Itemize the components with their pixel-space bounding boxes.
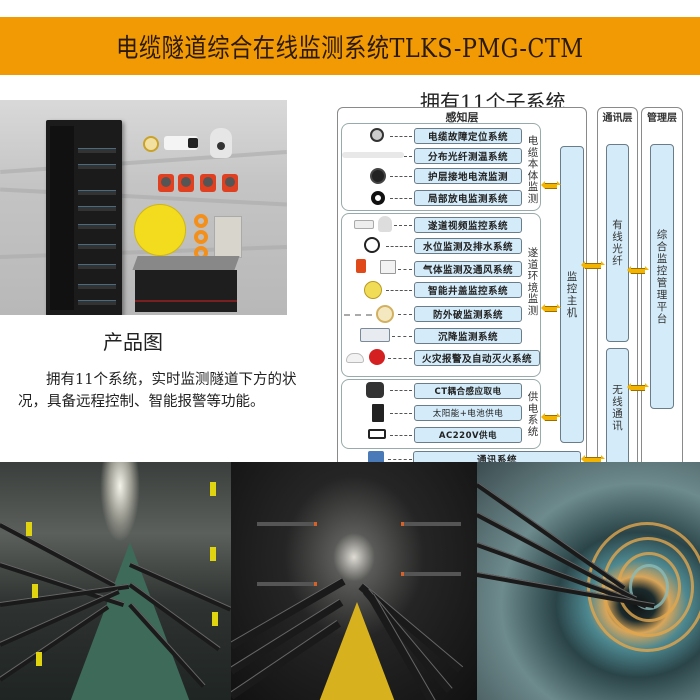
fault-locator-icon	[370, 128, 384, 142]
group-label-power: 供电系统	[527, 391, 539, 438]
item-ac-power: AC220V供电	[414, 427, 522, 443]
arrow-bidirectional-icon	[581, 262, 605, 269]
dome-camera-icon	[378, 216, 392, 232]
ct-ring	[194, 214, 208, 228]
wireless-label: 无线通讯	[612, 383, 623, 432]
product-description: 拥有11个系统，实时监测隧道下方的状况，具备远程控制、智能报警等功能。	[18, 372, 297, 410]
platform-column: 综合监控管理平台	[650, 144, 674, 409]
water-sensor-icon	[364, 237, 380, 253]
anti-damage-icon	[376, 305, 394, 323]
group-label-tunnel-env: 遂道环境监测	[527, 247, 539, 317]
communication-layer-panel: 通讯层 有线光纤 无线通讯	[597, 107, 638, 468]
item-gas: 气体监测及通风系统	[414, 261, 522, 277]
item-fault-location: 电缆故障定位系统	[414, 128, 522, 144]
management-layer-title: 管理层	[647, 113, 677, 124]
arrow-bidirectional-icon	[541, 414, 561, 421]
page-title: 电缆隧道综合在线监测系统TLKS-PMG-CTM	[116, 33, 584, 64]
manhole-sensor	[143, 136, 159, 152]
item-video: 遂道视频监控系统	[414, 217, 522, 233]
wired-fiber-label: 有线光纤	[612, 219, 623, 267]
management-layer-panel: 管理层 综合监控管理平台	[641, 107, 683, 468]
manhole-cover-icon	[364, 281, 382, 299]
gas-detector	[200, 174, 216, 192]
item-sheath-current: 护层接地电流监测	[414, 168, 522, 184]
arrow-bidirectional-icon	[627, 384, 649, 391]
arrow-bidirectional-icon	[627, 267, 649, 274]
partial-discharge-icon	[371, 191, 385, 205]
item-settlement: 沉降监测系统	[414, 328, 522, 344]
fire-extinguisher-icon	[369, 349, 385, 365]
item-solar-power: 太阳能+电池供电	[414, 405, 522, 421]
product-image	[0, 100, 287, 315]
item-ct-power: CT耦合感应取电	[414, 383, 522, 399]
title-banner: 电缆隧道综合在线监测系统TLKS-PMG-CTM	[0, 17, 700, 75]
item-partial-discharge: 局部放电监测系统	[414, 190, 522, 206]
junction-box	[214, 216, 242, 258]
group-tunnel-env: 遂道视频监控系统 水位监测及排水系统 气体监测及通风系统 智能井盖监控系统 防外…	[341, 213, 541, 377]
smoke-detector-icon	[346, 353, 364, 363]
yellow-cover-sensor	[134, 204, 186, 256]
nvr-recorder	[135, 270, 237, 312]
arrow-bidirectional-icon	[541, 182, 561, 189]
item-anti-damage: 防外破监测系统	[414, 306, 522, 322]
tunnel-photo-2	[231, 462, 477, 700]
tunnel-photo-1	[0, 462, 231, 700]
ct-ring	[194, 230, 208, 244]
server-rack	[46, 120, 122, 315]
group-power: CT耦合感应取电 太阳能+电池供电 AC220V供电 供电系统	[341, 379, 541, 449]
wired-fiber-column: 有线光纤	[606, 144, 629, 342]
gas-monitor-icon	[380, 260, 396, 274]
solar-panel-icon	[372, 404, 384, 422]
ac-adapter-icon	[368, 429, 386, 439]
dome-camera	[210, 128, 232, 158]
gas-detector	[178, 174, 194, 192]
group-cable-body: 电缆故障定位系统 分布光纤测温系统 护层接地电流监测 局部放电监测系统 电缆本体…	[341, 123, 541, 211]
monitor-host-column: 监控主机	[560, 146, 584, 443]
bullet-camera-icon	[354, 220, 374, 229]
ground-current-icon	[370, 168, 386, 184]
perception-layer-title: 感知层	[445, 111, 479, 124]
group-label-cable-body: 电缆本体监测	[527, 135, 539, 205]
system-diagram: 感知层 电缆故障定位系统 分布光纤测温系统 护层接地电流监测 局部放电监测系统 …	[337, 107, 683, 468]
gas-detector	[158, 174, 174, 192]
ct-coupler-icon	[366, 382, 384, 398]
bullet-camera	[164, 136, 198, 150]
monitor-host-label: 监控主机	[566, 270, 578, 319]
antenna-icon	[368, 451, 384, 465]
platform-label: 综合监控管理平台	[656, 228, 668, 325]
arrow-bidirectional-icon	[541, 305, 561, 312]
tunnel-photo-3	[477, 462, 700, 700]
item-manhole: 智能井盖监控系统	[414, 282, 522, 298]
fiber-sensor-icon	[342, 152, 404, 158]
item-fiber-temp: 分布光纤测温系统	[414, 148, 522, 164]
gas-detector-icon	[356, 259, 366, 273]
settlement-sensor-icon	[360, 328, 390, 342]
product-caption: 产品图	[103, 330, 163, 354]
item-fire: 火灾报警及自动灭火系统	[414, 350, 540, 366]
wireless-column: 无线通讯	[606, 348, 629, 467]
communication-layer-title: 通讯层	[602, 113, 633, 124]
perception-layer-panel: 感知层 电缆故障定位系统 分布光纤测温系统 护层接地电流监测 局部放电监测系统 …	[337, 107, 587, 468]
item-water: 水位监测及排水系统	[414, 238, 522, 254]
gas-detector	[222, 174, 238, 192]
